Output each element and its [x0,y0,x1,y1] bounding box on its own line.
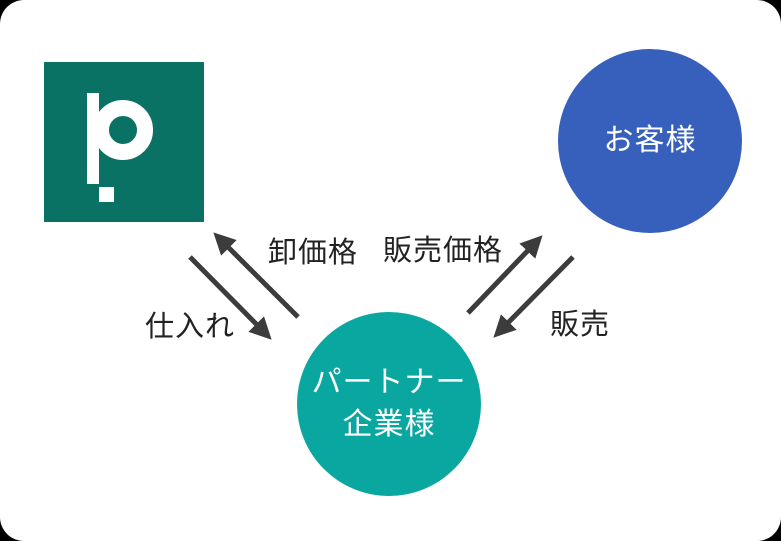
partner-node-label-line1: パートナー [311,366,467,399]
p-logo-icon [87,93,153,202]
arrow-sales-icon [493,255,575,338]
arrow-sales-price-icon [466,235,543,315]
edge-label-purchase: 仕入れ [144,311,236,343]
platform-logo-node [44,62,204,222]
arrow-purchase-icon [188,255,272,340]
edge-label-sales-price: 販売価格 [382,235,504,267]
customer-node-label: お客様 [603,124,697,157]
arrow-wholesale-price-icon [213,232,300,319]
partner-node-label-line2: 企業様 [342,408,436,441]
customer-node: お客様 [558,49,742,233]
partner-node: パートナー 企業様 [297,312,481,496]
edge-label-sales: 販売 [549,309,611,341]
edge-label-wholesale-price: 卸価格 [267,237,359,269]
